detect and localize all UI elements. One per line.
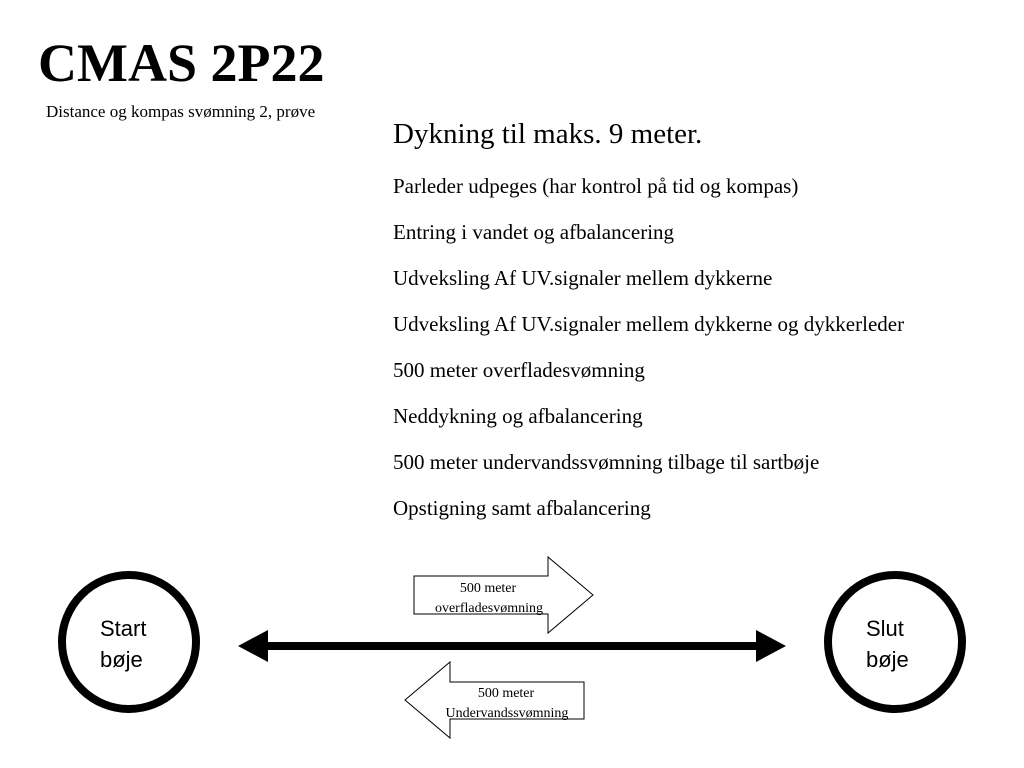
surface-arrow-label-line2: overfladesvømning xyxy=(435,601,543,616)
underwater-arrow-label-line2: Undervandssvømning xyxy=(446,706,569,721)
underwater-swim-arrow: 500 meter Undervandssvømning xyxy=(404,660,585,740)
step-item: 500 meter overfladesvømning xyxy=(393,358,645,382)
end-buoy-label-line1: Slut xyxy=(866,616,904,641)
start-buoy-label-line2: bøje xyxy=(100,647,143,672)
route-double-arrow xyxy=(238,630,786,662)
end-buoy-circle xyxy=(824,571,966,713)
step-item: Neddykning og afbalancering xyxy=(393,404,643,428)
underwater-arrow-shape xyxy=(404,660,585,740)
route-arrowhead-left xyxy=(238,630,268,662)
step-item: Entring i vandet og afbalancering xyxy=(393,220,675,244)
surface-arrow-shape xyxy=(413,555,594,635)
start-buoy: Start bøje xyxy=(58,571,200,713)
route-arrowhead-right xyxy=(756,630,786,662)
dive-depth-heading: Dykning til maks. 9 meter. xyxy=(393,118,703,150)
surface-swim-arrow: 500 meter overfladesvømning xyxy=(413,555,594,635)
end-buoy-label-line2: bøje xyxy=(866,647,909,672)
step-item: Opstigning samt afbalancering xyxy=(393,496,651,520)
step-item: Udveksling Af UV.signaler mellem dykkern… xyxy=(393,266,773,290)
start-buoy-circle xyxy=(58,571,200,713)
step-item: Parleder udpeges (har kontrol på tid og … xyxy=(393,174,799,198)
surface-arrow-label-line1: 500 meter xyxy=(460,581,517,596)
step-item: Udveksling Af UV.signaler mellem dykkern… xyxy=(393,312,905,336)
step-item: 500 meter undervandssvømning tilbage til… xyxy=(393,450,820,474)
procedure-steps-list: Parleder udpeges (har kontrol på tid og … xyxy=(393,173,904,541)
slide-title: CMAS 2P22 xyxy=(38,33,325,93)
slide-subtitle: Distance og kompas svømning 2, prøve xyxy=(46,102,316,121)
end-buoy: Slut bøje xyxy=(824,571,966,713)
underwater-arrow-label-line1: 500 meter xyxy=(478,686,535,701)
start-buoy-label-line1: Start xyxy=(100,616,146,641)
